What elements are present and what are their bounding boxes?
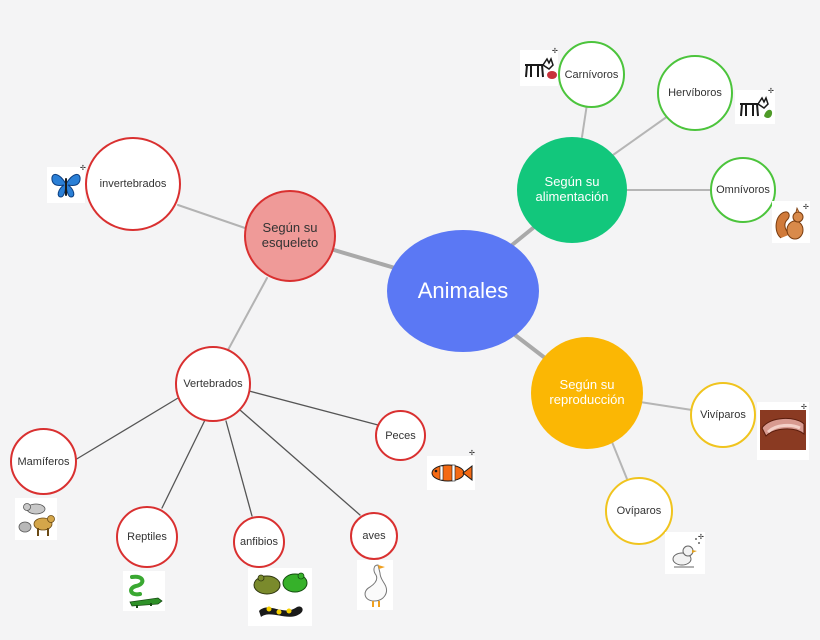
edge-vertebrados-mamiferos: [74, 397, 179, 461]
leaf-reptiles[interactable]: Reptiles: [116, 506, 178, 568]
root-node-animales[interactable]: Animales: [387, 230, 539, 352]
leaf-label-herviboros: Hervíboros: [668, 87, 722, 99]
leaf-label-reptiles: Reptiles: [127, 531, 167, 543]
edge-root-diet: [510, 226, 535, 247]
edge-skeleton-invertebrados: [177, 204, 246, 229]
branch-node-diet[interactable]: Según su alimentación: [517, 137, 627, 243]
goose-icon: [357, 560, 393, 610]
frogs-and-salamander-icon: [248, 568, 312, 626]
leaf-label-invertebrados: invertebrados: [99, 178, 167, 190]
squirrel-icon: [772, 201, 810, 243]
leaf-mamiferos[interactable]: Mamíferos: [10, 428, 77, 495]
edge-vertebrados-peces: [248, 390, 379, 426]
leaf-carnivoros[interactable]: Carnívoros: [558, 41, 625, 108]
cat-eating-meat-icon: [520, 50, 558, 86]
uterus-icon: [757, 402, 809, 460]
leaf-label-carnivoros: Carnívoros: [564, 68, 619, 81]
license-mark: ✢: [803, 203, 809, 211]
edge-vertebrados-anfibios: [225, 420, 253, 517]
leaf-label-oviparos: Ovíparos: [616, 505, 662, 517]
edge-root-skeleton: [332, 248, 397, 270]
bird-hatching-icon: [665, 532, 705, 574]
edge-root-reproduction: [513, 333, 547, 360]
edge-diet-carnivoros: [581, 103, 588, 138]
leaf-omnivoros[interactable]: Omnívoros: [710, 157, 776, 223]
leaf-oviparos[interactable]: Ovíparos: [605, 477, 673, 545]
leaf-herviboros[interactable]: Hervíboros: [657, 55, 733, 131]
leaf-label-vertebrados: Vertebrados: [183, 378, 243, 390]
leaf-viviparos[interactable]: Vivíparos: [690, 382, 756, 448]
leaf-aves[interactable]: aves: [350, 512, 398, 560]
leaf-label-aves: aves: [362, 530, 386, 542]
leaf-vertebrados[interactable]: Vertebrados: [175, 346, 251, 422]
cat-eating-leaf-icon: [735, 90, 775, 124]
leaf-anfibios[interactable]: anfibios: [233, 516, 285, 568]
leaf-label-mamiferos: Mamíferos: [17, 455, 70, 468]
license-mark: ✢: [552, 47, 558, 55]
cat-and-dog-icon: [15, 498, 57, 540]
edge-skeleton-vertebrados: [227, 277, 268, 351]
license-mark: ✢: [801, 403, 807, 411]
edge-vertebrados-aves: [239, 409, 361, 516]
leaf-label-viviparos: Vivíparos: [700, 409, 746, 421]
edge-reproduction-oviparos: [611, 441, 628, 480]
branch-label-diet: Según su alimentación: [535, 174, 609, 204]
license-mark: ✢: [469, 449, 475, 457]
branch-label-reproduction: Según su reproducción: [549, 377, 625, 407]
butterfly-icon: [47, 167, 85, 203]
license-mark: ✢: [768, 87, 774, 95]
edge-diet-herviboros: [612, 115, 669, 156]
leaf-label-peces: Peces: [385, 429, 416, 442]
branch-label-skeleton: Según su esqueleto: [261, 220, 319, 250]
leaf-invertebrados[interactable]: invertebrados: [85, 137, 181, 231]
branch-node-skeleton[interactable]: Según su esqueleto: [244, 190, 336, 282]
snake-and-crocodile-icon: [123, 571, 165, 611]
edge-vertebrados-reptiles: [161, 419, 206, 509]
clownfish-icon: [427, 456, 475, 490]
license-mark: ✢: [80, 164, 86, 172]
root-label: Animales: [417, 278, 509, 304]
leaf-label-omnivoros: Omnívoros: [716, 184, 770, 196]
leaf-peces[interactable]: Peces: [375, 410, 426, 461]
license-mark: ✢: [698, 533, 704, 541]
branch-node-reproduction[interactable]: Según su reproducción: [531, 337, 643, 449]
leaf-label-anfibios: anfibios: [240, 536, 278, 548]
edge-reproduction-viviparos: [639, 401, 693, 411]
